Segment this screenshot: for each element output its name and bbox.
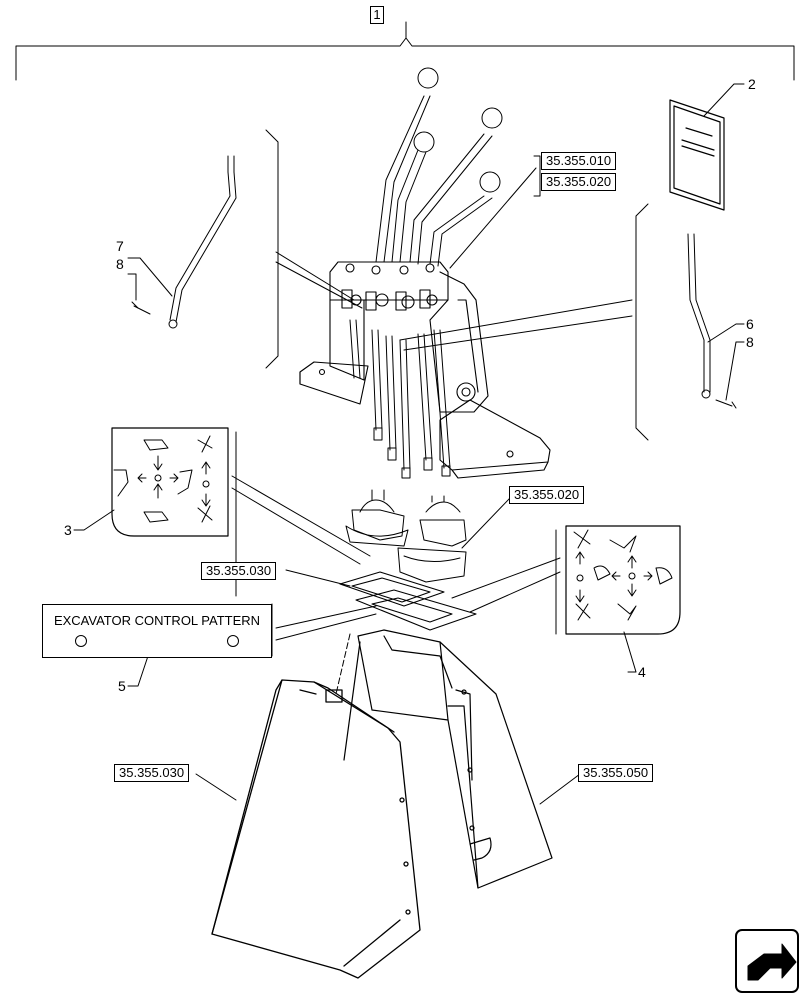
section-leader-3b: [231, 487, 361, 565]
leader-2: [703, 83, 745, 117]
linkage-rods: [349, 319, 451, 479]
ref-link-35-355-020-boots[interactable]: 35.355.020: [509, 486, 585, 504]
leader-5: [127, 655, 149, 687]
section-leader-4a: [451, 557, 561, 599]
ref-leader-gasket: [285, 569, 351, 587]
item-number-7: 7: [116, 238, 124, 254]
section-leader-4b: [469, 571, 561, 613]
decal-3-arrows: [113, 435, 213, 523]
decal-4-arrows: [573, 529, 673, 621]
item-7-rod: [168, 155, 237, 329]
section-bracket-left: [265, 129, 279, 369]
item-4-pattern-decal: [565, 525, 681, 635]
leader-6: [707, 323, 745, 343]
ref-leader-boots: [461, 497, 511, 549]
ref-link-35-355-030-gasket[interactable]: 35.355.030: [201, 562, 277, 580]
item-number-8-right: 8: [746, 334, 754, 350]
ref-link-35-355-030-housing[interactable]: 35.355.030: [114, 764, 190, 782]
ref-leader-housing-rear: [539, 773, 581, 805]
leader-5b: [275, 613, 377, 641]
leader-7: [127, 257, 173, 297]
valve-block: [329, 261, 489, 413]
section-leader-right-2: [403, 315, 633, 351]
item-number-2: 2: [748, 76, 756, 92]
assembly-bracket: [15, 21, 795, 81]
ref-leader-housing-front: [195, 773, 237, 801]
item-2-operator-manual: [669, 99, 725, 211]
control-levers: [375, 67, 503, 267]
next-page-arrow-icon[interactable]: [735, 929, 799, 993]
console-housing-rear: [343, 629, 553, 889]
console-gaskets: [339, 571, 477, 631]
leader-8-left: [127, 273, 137, 301]
item-5-control-pattern-decal: EXCAVATOR CONTROL PATTERN: [42, 604, 272, 658]
lever-knob-4: [479, 171, 501, 193]
ref-leader-1: [449, 167, 537, 269]
decal-hole-right: [227, 635, 239, 647]
item-6-rod: [687, 233, 711, 399]
section-leader-left-1: [275, 251, 355, 301]
ref-link-35-355-010[interactable]: 35.355.010: [541, 152, 617, 170]
item-number-5: 5: [118, 678, 126, 694]
item-8-bolt-left: [131, 301, 151, 315]
lever-knob-3: [481, 107, 503, 129]
ref-link-35-355-020-top[interactable]: 35.355.020: [541, 173, 617, 191]
section-leader-right-1: [399, 299, 633, 341]
assembly-item-number: 1: [370, 6, 384, 24]
leader-8-right: [725, 341, 745, 401]
alignment-line: [335, 633, 351, 695]
ref-link-35-355-050[interactable]: 35.355.050: [578, 764, 654, 782]
item-number-6: 6: [746, 316, 754, 332]
control-base-plate: [299, 361, 551, 479]
lever-boots: [345, 489, 467, 583]
console-housing-front: [211, 679, 421, 979]
item-number-3: 3: [64, 522, 72, 538]
decal-hole-left: [75, 635, 87, 647]
decal-5-title: EXCAVATOR CONTROL PATTERN: [53, 613, 261, 628]
item-number-4: 4: [638, 664, 646, 680]
ref-bracket: [533, 155, 541, 197]
lever-knob-2: [413, 131, 435, 153]
section-leader-3a: [231, 475, 371, 557]
item-number-8-left: 8: [116, 256, 124, 272]
item-8-bolt-right: [715, 399, 737, 409]
lever-knob-1: [417, 67, 439, 89]
item-3-pattern-decal: [111, 427, 229, 537]
leader-5a: [275, 605, 377, 629]
section-bracket-right: [635, 203, 649, 441]
leader-4: [623, 631, 637, 673]
section-leader-left-2: [275, 261, 363, 309]
leader-3: [73, 509, 115, 531]
